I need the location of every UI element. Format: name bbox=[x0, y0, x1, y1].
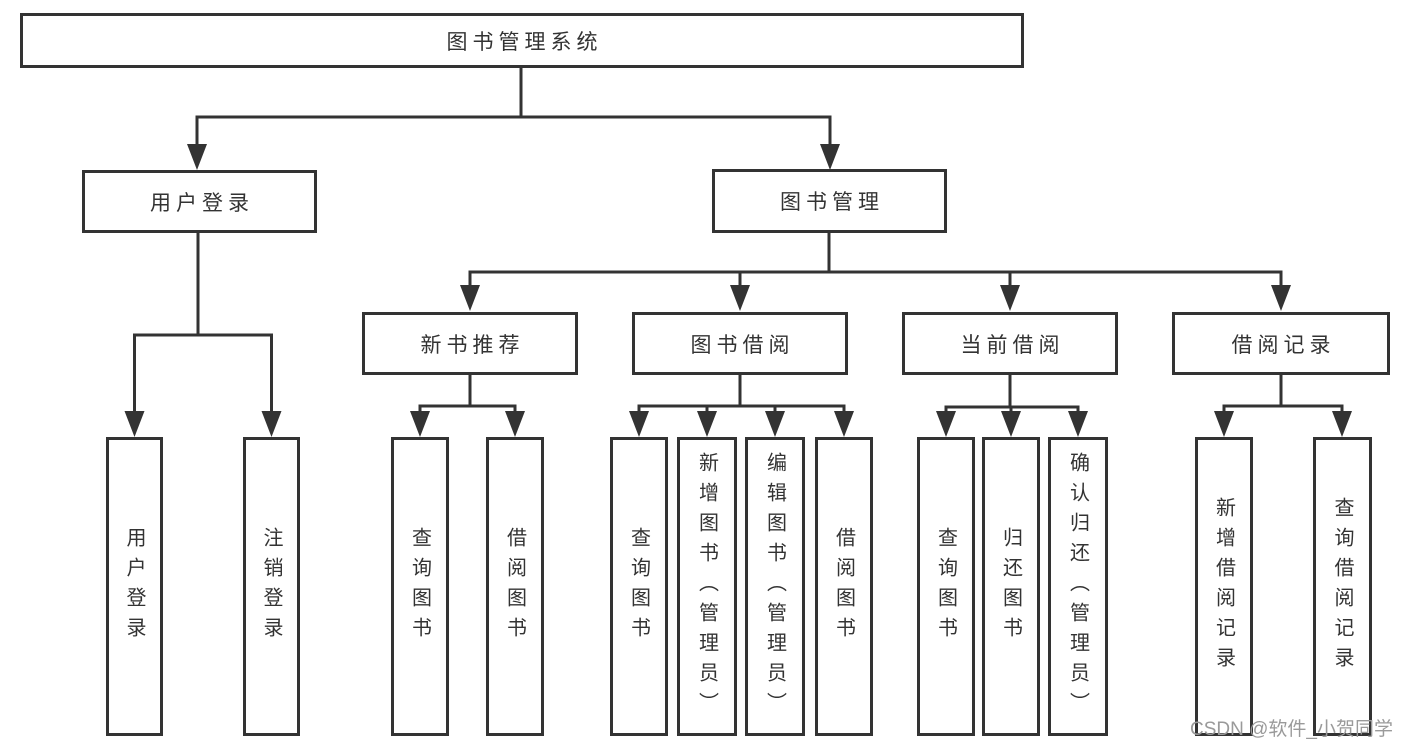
node-library-management-system: 图书管理系统 bbox=[20, 13, 1024, 68]
node-label: 图书借阅 bbox=[690, 333, 795, 357]
leaf-label: 确认归还（管理员） bbox=[1066, 451, 1089, 722]
node-label: 图书管理 bbox=[780, 191, 884, 214]
leaf-current-return-books: 归还图书 bbox=[982, 437, 1040, 736]
leaf-newbook-query-books: 查询图书 bbox=[391, 437, 449, 736]
node-user-login: 用户登录 bbox=[82, 170, 317, 233]
leaf-borrowing-edit-books-admin: 编辑图书（管理员） bbox=[745, 437, 805, 736]
leaf-borrowing-query-books: 查询图书 bbox=[610, 437, 668, 736]
node-label: 新书推荐 bbox=[420, 333, 525, 357]
node-current-borrowing: 当前借阅 bbox=[902, 312, 1118, 375]
node-borrowing-records: 借阅记录 bbox=[1172, 312, 1390, 375]
leaf-borrowing-add-books-admin: 新增图书（管理员） bbox=[677, 437, 737, 736]
leaf-label: 借阅图书 bbox=[503, 526, 526, 647]
leaf-label: 查询借阅记录 bbox=[1331, 496, 1353, 677]
leaf-label: 借阅图书 bbox=[832, 526, 855, 647]
node-label: 借阅记录 bbox=[1231, 333, 1336, 357]
node-label: 当前借阅 bbox=[960, 333, 1065, 357]
leaf-label: 查询图书 bbox=[627, 526, 650, 647]
leaf-user-login: 用户登录 bbox=[106, 437, 163, 736]
node-new-book-recommendation: 新书推荐 bbox=[362, 312, 578, 375]
leaf-label: 注销登录 bbox=[260, 526, 282, 647]
node-label: 用户登录 bbox=[150, 191, 254, 215]
leaf-label: 编辑图书（管理员） bbox=[763, 451, 786, 722]
node-label: 图书管理系统 bbox=[446, 30, 603, 54]
leaf-current-confirm-return-admin: 确认归还（管理员） bbox=[1048, 437, 1108, 736]
leaf-label: 新增图书（管理员） bbox=[695, 451, 718, 722]
leaf-records-query-borrow-record: 查询借阅记录 bbox=[1313, 437, 1372, 736]
leaf-label: 查询图书 bbox=[408, 526, 431, 647]
node-book-borrowing: 图书借阅 bbox=[632, 312, 848, 375]
leaf-borrowing-borrow-books: 借阅图书 bbox=[815, 437, 873, 736]
leaf-label: 归还图书 bbox=[999, 526, 1022, 647]
leaf-newbook-borrow-books: 借阅图书 bbox=[486, 437, 544, 736]
leaf-logout: 注销登录 bbox=[243, 437, 300, 736]
leaf-records-add-borrow-record: 新增借阅记录 bbox=[1195, 437, 1253, 736]
leaf-label: 新增借阅记录 bbox=[1212, 496, 1235, 677]
node-book-management: 图书管理 bbox=[712, 169, 947, 233]
csdn-watermark: CSDN @软件_小贺同学 bbox=[1190, 719, 1393, 740]
leaf-current-query-books: 查询图书 bbox=[917, 437, 975, 736]
leaf-label: 查询图书 bbox=[934, 526, 957, 647]
leaf-label: 用户登录 bbox=[123, 526, 145, 647]
